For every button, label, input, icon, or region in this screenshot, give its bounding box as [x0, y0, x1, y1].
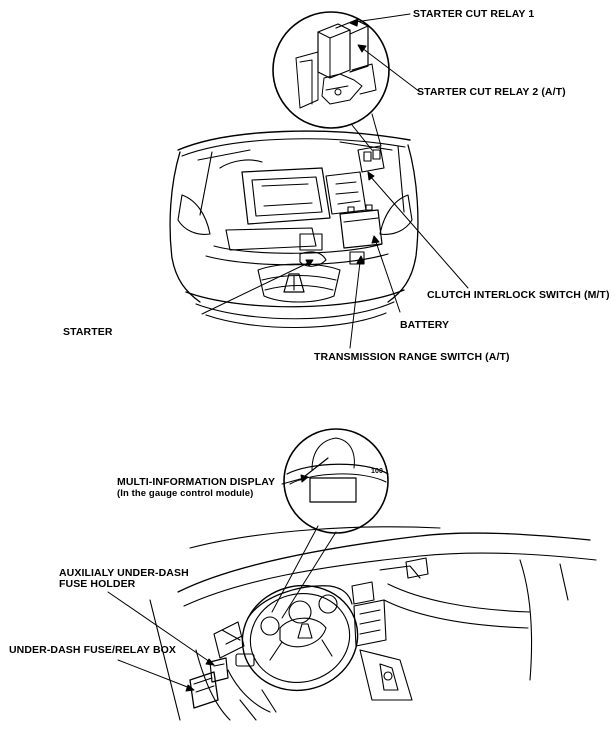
leader-lines-top	[201, 13, 469, 349]
multi-information-display-detail	[271, 428, 389, 619]
multi-information-display-title: MULTI-INFORMATION DISPLAY	[117, 476, 276, 488]
under-dash-fuse-relay-box-label: UNDER-DASH FUSE/RELAY BOX	[9, 644, 177, 656]
leader-lines-bottom	[107, 474, 309, 692]
multi-information-display-label: MULTI-INFORMATION DISPLAY (In the gauge …	[117, 476, 276, 500]
gauge-mark-label: 100	[371, 468, 383, 475]
starter-label: STARTER	[63, 326, 113, 338]
starter-cut-relay-1-label: STARTER CUT RELAY 1	[413, 8, 535, 20]
dashboard-interior	[149, 526, 597, 721]
starter-cut-relay-detail	[272, 11, 390, 151]
auxiliary-fuse-holder-label: AUXILIALY UNDER-DASH FUSE HOLDER	[59, 568, 189, 590]
starter-cut-relay-2-label: STARTER CUT RELAY 2 (A/T)	[417, 86, 566, 98]
car-front-engine-bay	[169, 130, 419, 329]
transmission-range-switch-label: TRANSMISSION RANGE SWITCH (A/T)	[314, 351, 510, 363]
auxiliary-fuse-holder-line1: AUXILIALY UNDER-DASH	[59, 567, 189, 579]
clutch-interlock-switch-label: CLUTCH INTERLOCK SWITCH (M/T)	[427, 289, 610, 301]
multi-information-display-subtitle: (In the gauge control module)	[117, 488, 254, 499]
auxiliary-fuse-holder-line2: FUSE HOLDER	[59, 578, 136, 590]
battery-label: BATTERY	[400, 319, 450, 331]
